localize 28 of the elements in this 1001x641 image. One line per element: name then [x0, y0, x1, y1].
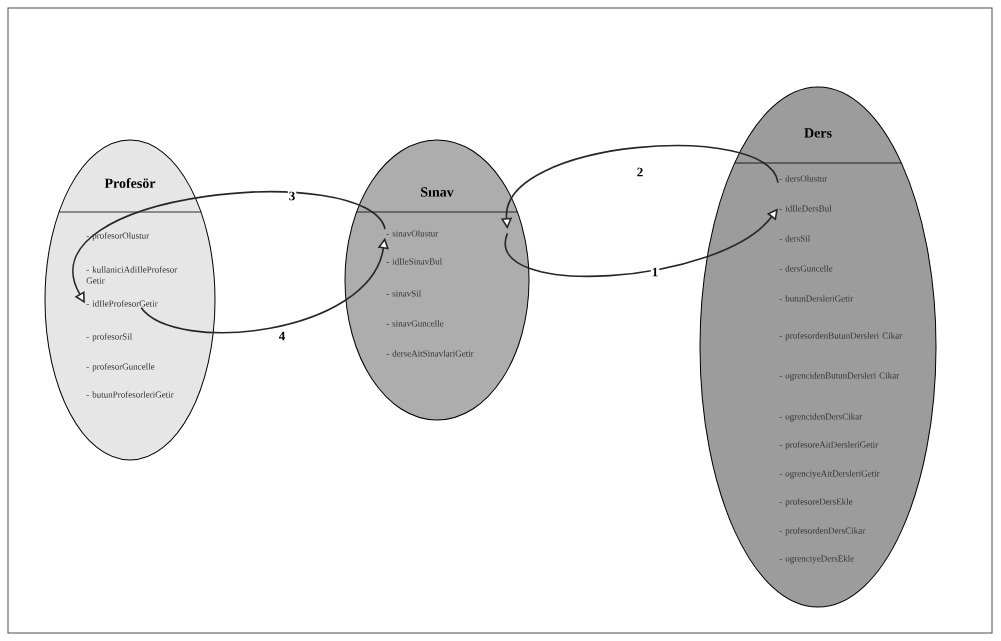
edge-label: 3 [287, 190, 297, 202]
method-text: - ogrencidenButunDersleri Cikar [779, 372, 900, 381]
method-text: - ogrenciyeAitDersleriGetir [779, 470, 880, 479]
method-text: - sinavSil [386, 290, 422, 297]
method-text: - profesorOlustur [86, 232, 150, 241]
method-text: - kullaniciAdiIleProfesor Getir [86, 266, 178, 284]
method-text: - ogrencidenDersCikar [779, 413, 863, 422]
edge-label: 4 [277, 330, 287, 342]
method-text: - butunDersleriGetir [779, 295, 854, 302]
method-text: - dersGuncelle [779, 265, 833, 272]
edge-label: 2 [635, 166, 645, 178]
method-text: - profesorGuncelle [86, 363, 155, 372]
method-text: - dersOlustur [779, 175, 828, 182]
method-text: - derseAitSinavlariGetir [386, 350, 474, 357]
method-text: - sinavOlustur [386, 230, 439, 237]
method-text: - idIleDersBul [779, 205, 832, 212]
method-text: - ogrenciyeDersEkle [779, 555, 854, 564]
method-text: - idIleProfesorGetir [86, 300, 158, 307]
method-text: - sinavGuncelle [386, 320, 444, 327]
method-text: - profesordenButunDersleri Cikar [779, 332, 903, 341]
method-text: - profesoreAitDersleriGetir [779, 441, 879, 450]
method-text: - profesorSil [86, 333, 132, 342]
method-text: - idIleSinavBul [386, 258, 442, 265]
method-text: - profesoreDersEkle [779, 498, 853, 507]
method-text: - dersSil [779, 235, 810, 242]
edge-label: 1 [650, 266, 660, 278]
method-text: - profesordenDersCikar [779, 527, 866, 536]
method-text: - butunProfesorleriGetir [86, 391, 174, 398]
